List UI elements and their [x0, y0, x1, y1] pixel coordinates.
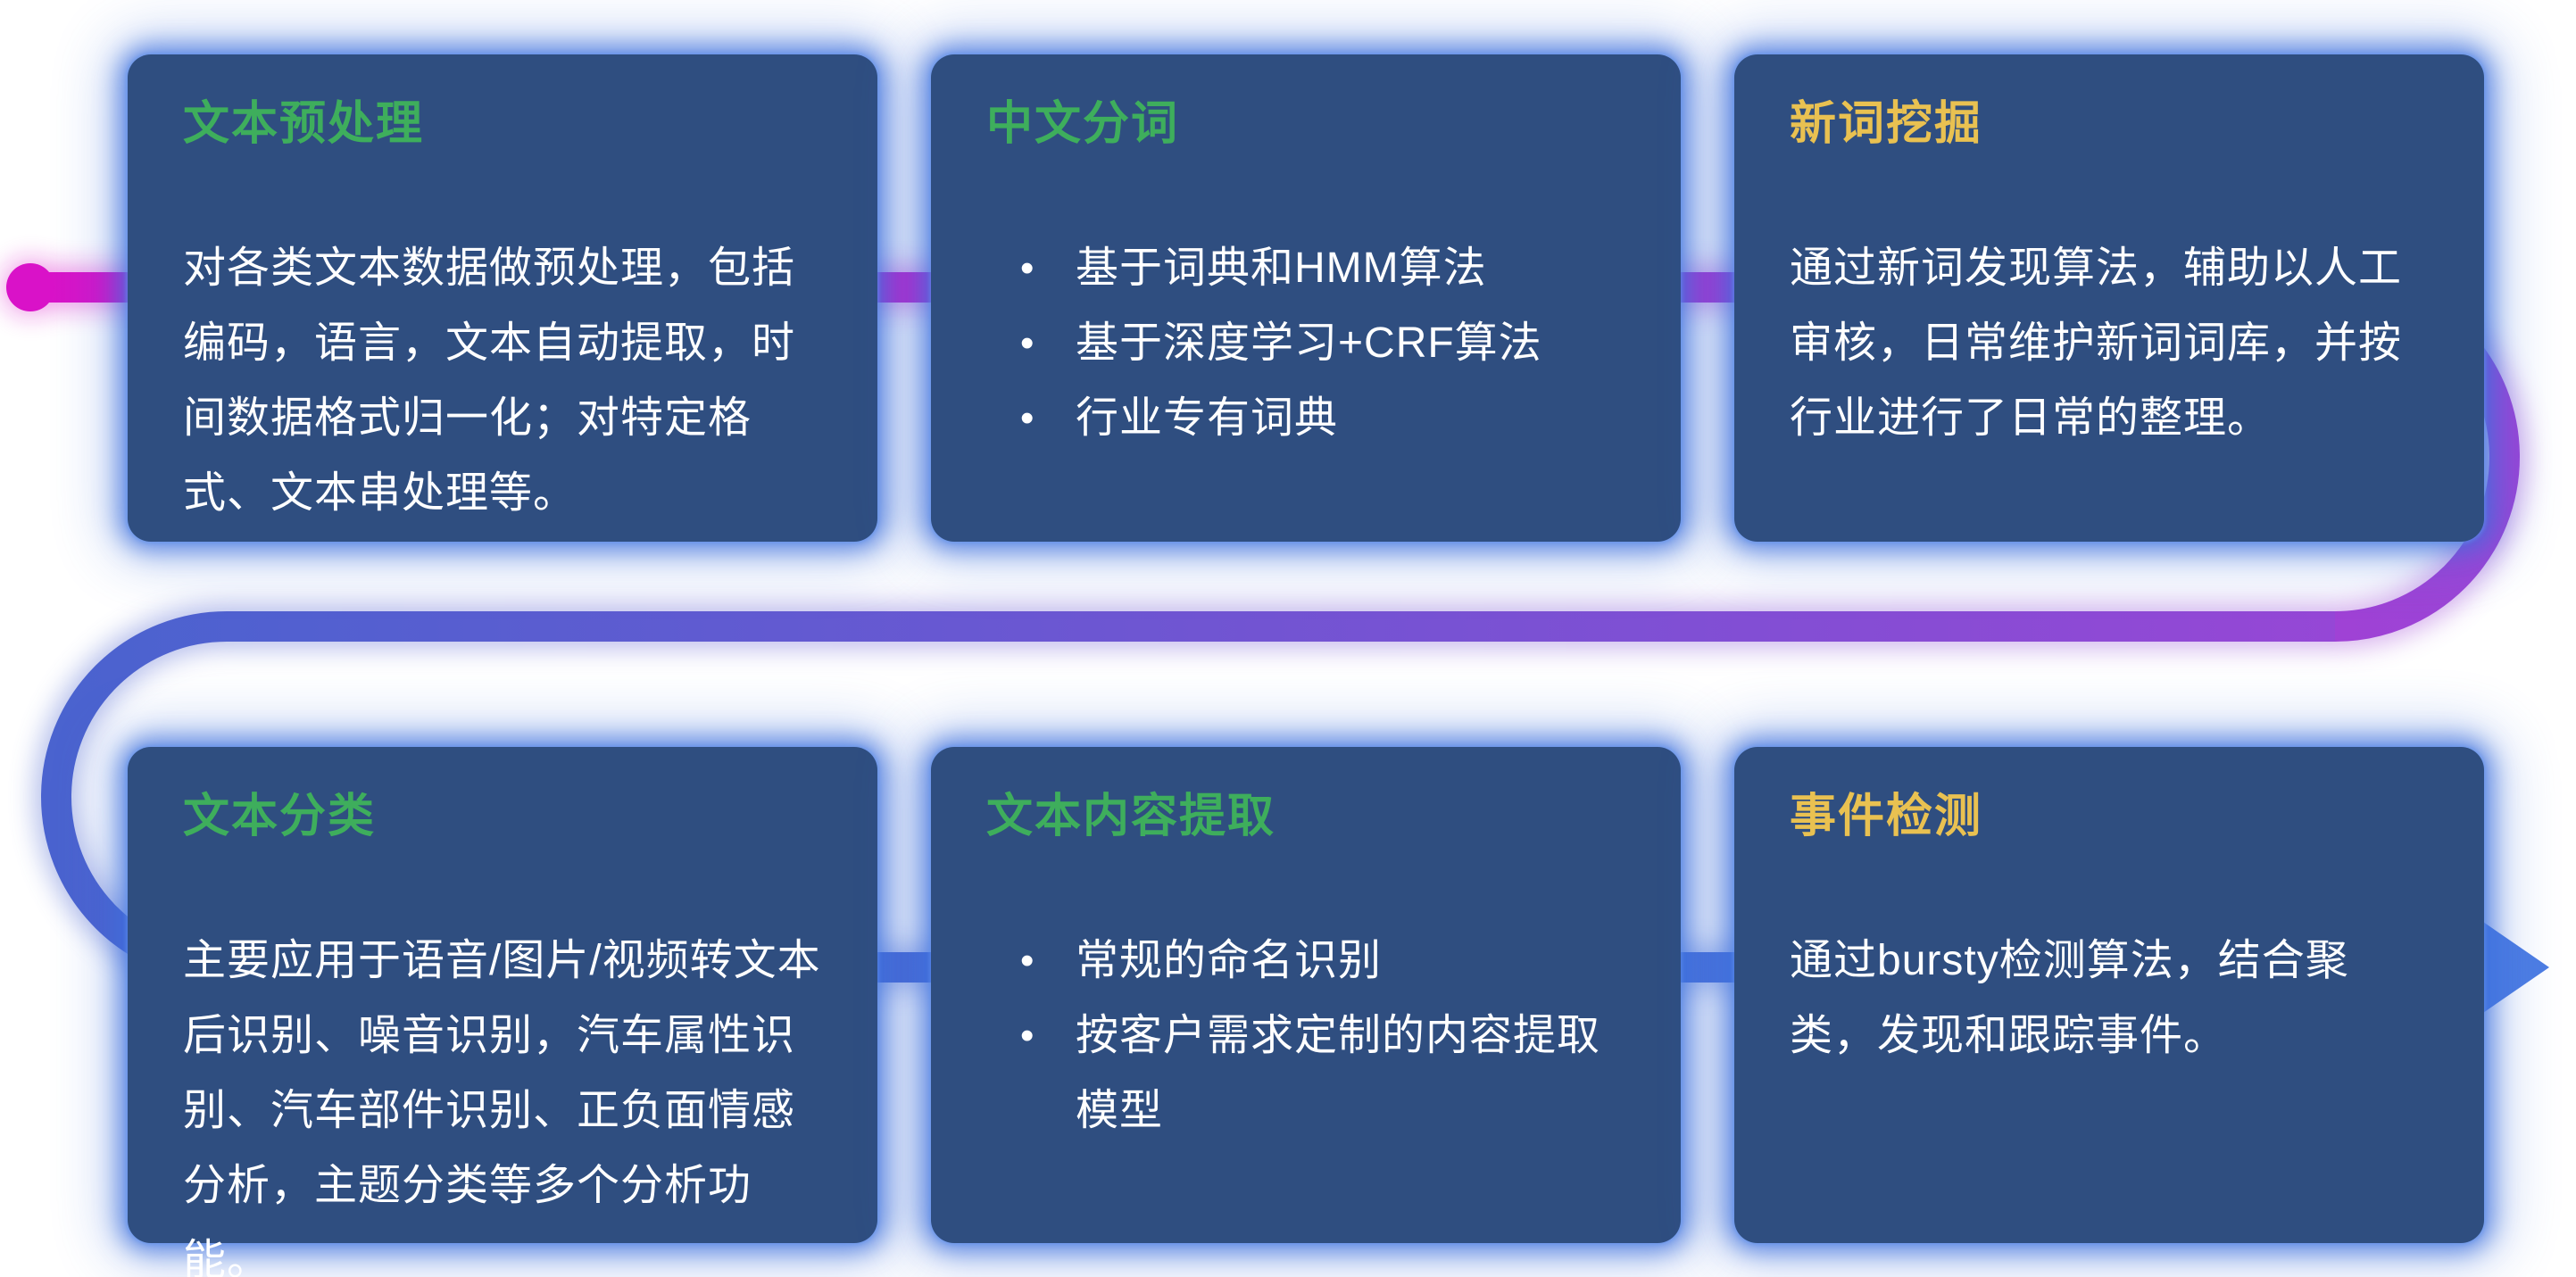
flow-arrowhead-icon: [2480, 920, 2549, 1015]
bullet-text: 常规的命名识别: [1076, 937, 1383, 984]
card-body: 对各类文本数据做预处理，包括编码，语言，文本自动提取，时间数据格式归一化；对特定…: [183, 245, 796, 517]
card-body: 主要应用于语音/图片/视频转文本后识别、噪音识别，汽车属性识别、汽车部件识别、正…: [183, 937, 821, 1277]
bullet-text: 基于深度学习+CRF算法: [1076, 319, 1542, 367]
bullet-item: 基于深度学习+CRF算法: [986, 306, 1625, 381]
card-chinese-word-segmentation: 中文分词 基于词典和HMM算法 基于深度学习+CRF算法 行业专有词典: [931, 54, 1681, 542]
bullet-text: 按客户需求定制的内容提取模型: [1076, 1012, 1601, 1134]
bullet-list: 常规的命名识别 按客户需求定制的内容提取模型: [986, 924, 1625, 1148]
card-title: 文本内容提取: [986, 791, 1276, 842]
bullet-item: 行业专有词典: [986, 381, 1625, 456]
card-title: 事件检测: [1790, 791, 1983, 842]
card-text-content-extraction: 文本内容提取 常规的命名识别 按客户需求定制的内容提取模型: [931, 747, 1681, 1243]
card-new-word-mining: 新词挖掘 通过新词发现算法，辅助以人工审核，日常维护新词词库，并按行业进行了日常…: [1734, 54, 2484, 542]
card-title: 文本预处理: [183, 98, 425, 150]
card-text-preprocessing: 文本预处理 对各类文本数据做预处理，包括编码，语言，文本自动提取，时间数据格式归…: [128, 54, 877, 542]
card-text-classification: 文本分类 主要应用于语音/图片/视频转文本后识别、噪音识别，汽车属性识别、汽车部…: [128, 747, 877, 1277]
card-title: 中文分词: [986, 98, 1180, 150]
card-body: 通过bursty检测算法，结合聚类，发现和跟踪事件。: [1790, 937, 2349, 1059]
bullet-item: 常规的命名识别: [986, 924, 1625, 999]
card-title: 文本分类: [183, 791, 377, 842]
bullet-item: 按客户需求定制的内容提取模型: [986, 999, 1625, 1148]
bullet-list: 基于词典和HMM算法 基于深度学习+CRF算法 行业专有词典: [986, 231, 1625, 456]
card-event-detection: 事件检测 通过bursty检测算法，结合聚类，发现和跟踪事件。: [1734, 747, 2484, 1243]
bullet-text: 行业专有词典: [1076, 394, 1339, 442]
card-body: 通过新词发现算法，辅助以人工审核，日常维护新词词库，并按行业进行了日常的整理。: [1790, 245, 2403, 442]
bullet-item: 基于词典和HMM算法: [986, 231, 1625, 306]
card-title: 新词挖掘: [1790, 98, 1983, 150]
flow-start-dot-icon: [6, 263, 54, 311]
bullet-text: 基于词典和HMM算法: [1076, 245, 1487, 292]
